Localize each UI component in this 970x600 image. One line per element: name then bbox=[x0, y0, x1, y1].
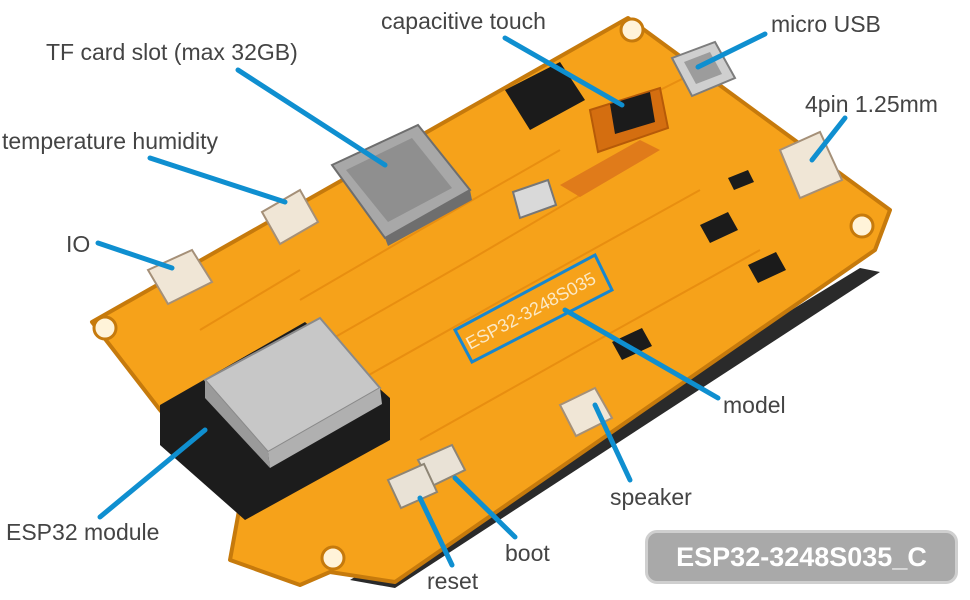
leader-capacitive-touch bbox=[502, 35, 625, 108]
leader-boot bbox=[452, 475, 518, 540]
label-4pin: 4pin 1.25mm bbox=[805, 91, 938, 117]
pcb-traces bbox=[199, 69, 761, 441]
leader-io bbox=[95, 240, 175, 271]
small-components bbox=[612, 170, 786, 360]
mounting-hole bbox=[320, 545, 346, 571]
leader-temperature-humidity bbox=[147, 155, 288, 205]
title-badge: ESP32-3248S035_C bbox=[645, 530, 958, 584]
pcb-board bbox=[90, 16, 892, 587]
capacitive-touch-chip bbox=[511, 86, 670, 220]
title-text: ESP32-3248S035_C bbox=[676, 541, 927, 572]
label-speaker: speaker bbox=[610, 484, 692, 510]
label-boot: boot bbox=[505, 540, 550, 566]
leader-lines bbox=[95, 31, 848, 568]
leader-micro-usb bbox=[695, 31, 768, 70]
label-micro-usb: micro USB bbox=[771, 11, 881, 37]
connector-4pin bbox=[778, 130, 844, 200]
mounting-hole bbox=[619, 17, 645, 43]
leader-tf-card bbox=[235, 67, 388, 168]
mounting-hole bbox=[92, 315, 118, 341]
leader-esp32-module bbox=[97, 427, 208, 520]
label-tf-card-slot: TF card slot (max 32GB) bbox=[46, 39, 298, 65]
label-temperature-humidity: temperature humidity bbox=[2, 128, 219, 154]
ic-chip bbox=[505, 62, 585, 130]
label-io: IO bbox=[66, 231, 91, 257]
label-model: model bbox=[723, 392, 786, 418]
mounting-hole bbox=[849, 213, 875, 239]
leader-reset bbox=[417, 495, 455, 568]
label-capacitive-touch: capacitive touch bbox=[381, 8, 546, 34]
esp32-module bbox=[160, 316, 390, 520]
reset-button bbox=[386, 462, 439, 510]
connector-speaker bbox=[558, 386, 614, 438]
connector-temperature-humidity bbox=[260, 188, 320, 246]
label-esp32-module: ESP32 module bbox=[6, 519, 160, 545]
leader-4pin bbox=[809, 115, 848, 163]
leader-speaker bbox=[592, 402, 633, 483]
leader-model bbox=[562, 307, 721, 401]
label-reset: reset bbox=[427, 568, 479, 594]
